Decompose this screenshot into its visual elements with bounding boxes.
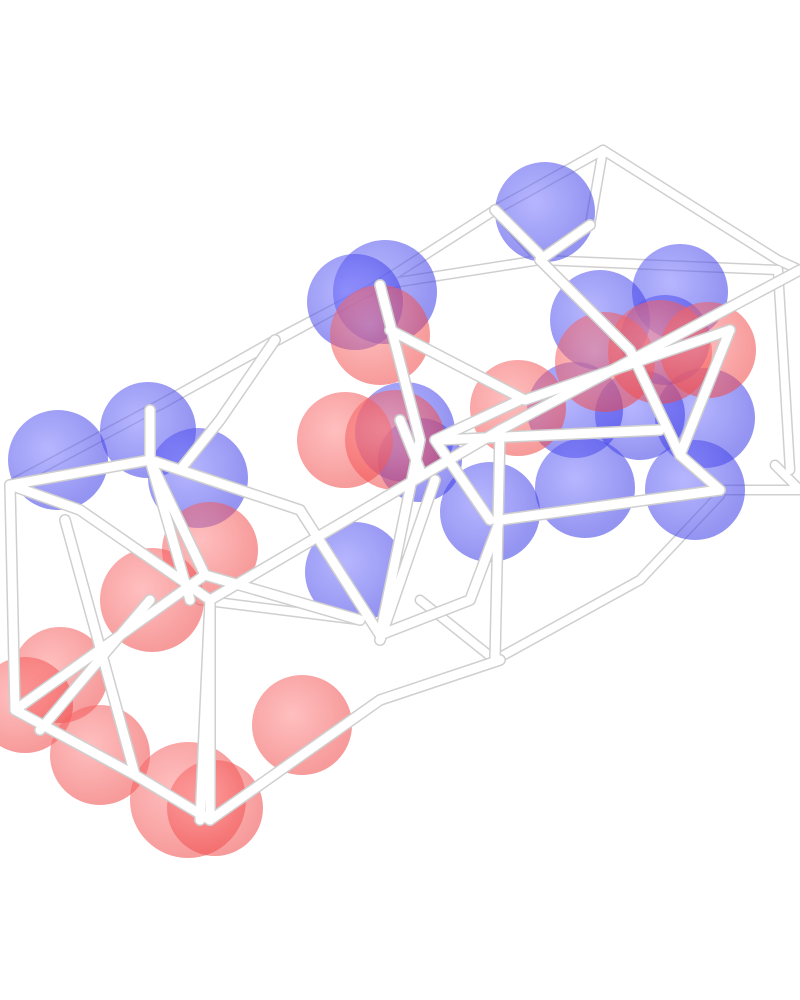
negative-sphere: [535, 438, 635, 538]
positive-sphere: [252, 675, 352, 775]
negative-sphere: [495, 162, 595, 262]
lattice-struts-front: [4, 204, 800, 826]
